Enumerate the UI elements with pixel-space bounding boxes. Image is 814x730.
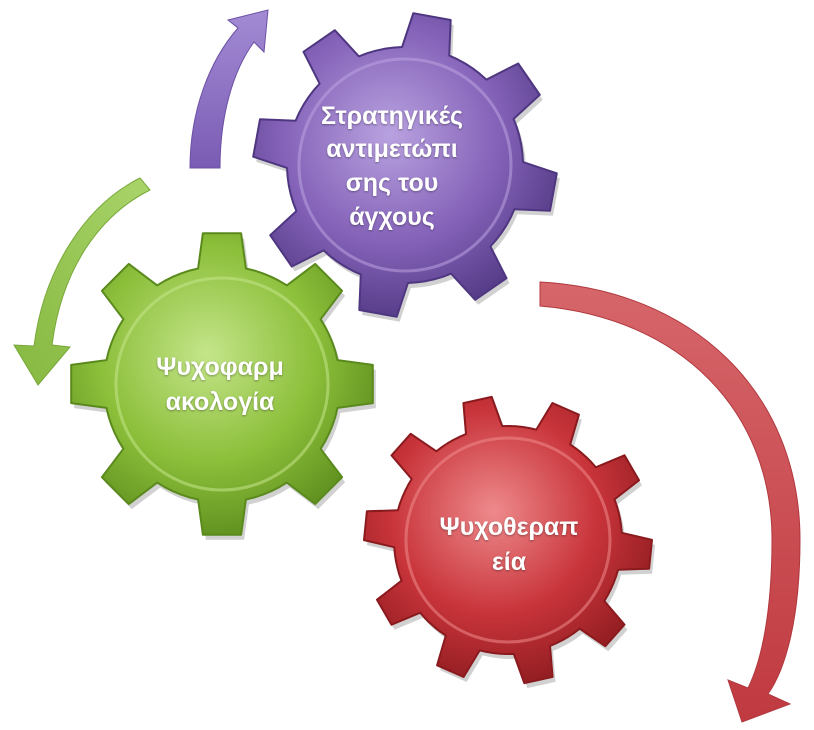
gear-label-line: Ψυχοφαρμ	[156, 353, 284, 381]
gear-label-line: αντιμετώπι	[326, 135, 458, 164]
red-gear-bevel	[404, 436, 612, 644]
red-gear	[363, 395, 655, 689]
purple-gear-bevel	[297, 57, 513, 273]
purple-cycle-arrow	[189, 9, 269, 169]
green-gear	[70, 232, 376, 540]
gear-label-line: εία	[491, 548, 527, 576]
gear-label-psychopharmacology: Ψυχοφαρμ ακολογία	[130, 330, 310, 440]
green-cycle-arrow	[13, 177, 151, 386]
gear-label-line: Στρατηγικές	[320, 101, 464, 130]
gear-label-line: άγχους	[349, 202, 435, 231]
gear-label-line: σης του	[345, 169, 439, 197]
purple-gear	[252, 12, 560, 322]
gear-label-line: Ψυχοθεραπ	[439, 513, 579, 541]
red-cycle-arrow	[539, 281, 801, 723]
gear-label-psychotherapy: Ψυχοθεραπ εία	[400, 490, 618, 600]
gear-label-coping-strategies: Στρατηγικές αντιμετώπι σης του άγχους	[312, 82, 472, 252]
gear-label-line: ακολογία	[165, 388, 275, 416]
green-gear-bevel	[114, 276, 330, 492]
